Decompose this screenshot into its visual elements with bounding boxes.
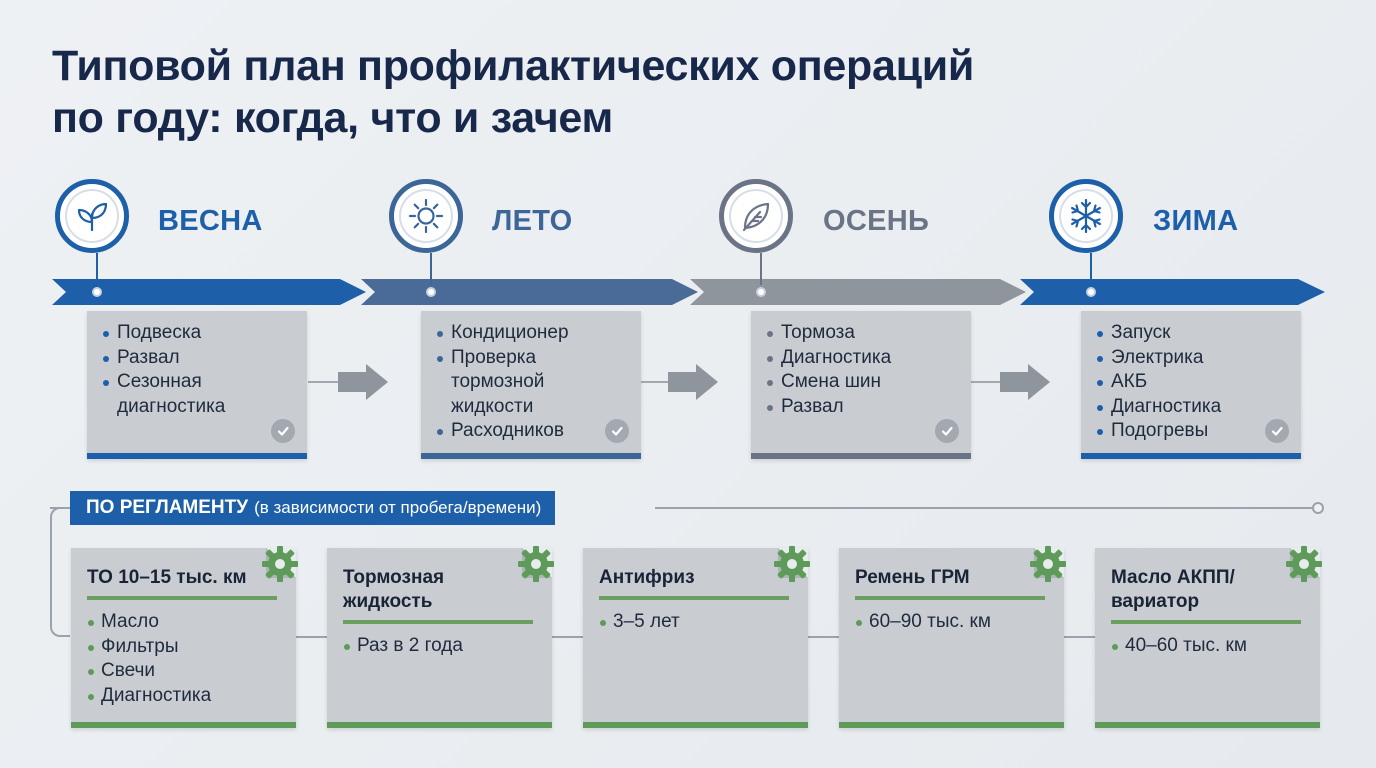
snowflake-icon: [1049, 179, 1123, 253]
transition-arrow-3: [970, 364, 1050, 400]
list-item: Сезонная диагностика: [101, 370, 295, 419]
season-card-spring: Подвеска Развал Сезонная диагностика: [87, 311, 307, 459]
season-connector: [96, 253, 98, 285]
list-item: Диагностика: [87, 684, 280, 709]
regulation-card: Масло АКПП/вариатор 40–60 тыс. км: [1095, 548, 1320, 728]
check-icon: [935, 419, 959, 443]
regulation-card-title: ТО 10–15 тыс. км: [87, 566, 277, 600]
gear-icon: [773, 545, 811, 583]
regulation-card-title: Масло АКПП/вариатор: [1111, 566, 1301, 624]
list-item: Смена шин: [765, 370, 959, 395]
list-item: 3–5 лет: [599, 610, 792, 635]
check-icon: [1265, 419, 1289, 443]
regulation-link: [1064, 636, 1096, 638]
season-name-spring: ВЕСНА: [158, 205, 263, 237]
gear-icon: [1029, 545, 1067, 583]
regulation-card-title: Тормозная жидкость: [343, 566, 533, 624]
season-card-winter: Запуск Электрика АКБ Диагностика Подогре…: [1081, 311, 1301, 459]
leaf-sprout-icon: [55, 179, 129, 253]
list-item: 60–90 тыс. км: [855, 610, 1048, 635]
list-item: Проверка тормозной жидкости: [435, 346, 629, 420]
regulation-link: [808, 636, 840, 638]
transition-arrow-1: [308, 364, 388, 400]
regulation-line-end: [1312, 502, 1324, 514]
timeline-dot: [92, 287, 102, 297]
list-item: Диагностика: [1095, 395, 1289, 420]
transition-arrow-2: [640, 364, 718, 400]
check-icon: [605, 419, 629, 443]
gear-icon: [261, 545, 299, 583]
list-item: АКБ: [1095, 370, 1289, 395]
list-item: Раз в 2 года: [343, 634, 536, 659]
season-connector: [760, 253, 762, 285]
list-item: Кондиционер: [435, 321, 629, 346]
regulation-card: Антифриз 3–5 лет: [583, 548, 808, 728]
list-item: Запуск: [1095, 321, 1289, 346]
season-card-summer: Кондиционер Проверка тормозной жидкости …: [421, 311, 641, 459]
season-card-autumn: Тормоза Диагностика Смена шин Развал: [751, 311, 971, 459]
leaf-icon: [719, 179, 793, 253]
list-item: Фильтры: [87, 635, 280, 660]
list-item: Диагностика: [765, 346, 959, 371]
season-name-summer: ЛЕТО: [492, 205, 573, 237]
timeline-arrow-summer: [361, 279, 698, 305]
season-connector: [430, 253, 432, 285]
page-title-line-2: по году: когда, что и зачем: [52, 94, 613, 142]
regulation-header: ПО РЕГЛАМЕНТУ (в зависимости от пробега/…: [70, 491, 556, 525]
regulation-card-title: Антифриз: [599, 566, 789, 600]
list-item: Электрика: [1095, 346, 1289, 371]
regulation-link: [552, 636, 584, 638]
timeline-dot: [1086, 287, 1096, 297]
list-item: Тормоза: [765, 321, 959, 346]
season-connector: [1090, 253, 1092, 285]
list-item: Свечи: [87, 659, 280, 684]
regulation-line-top: [655, 507, 1313, 509]
list-item: Развал: [101, 346, 295, 371]
season-name-winter: ЗИМА: [1153, 205, 1239, 237]
gear-icon: [517, 545, 555, 583]
sun-icon: [389, 179, 463, 253]
regulation-card: Ремень ГРМ 60–90 тыс. км: [839, 548, 1064, 728]
timeline-arrow-autumn: [690, 279, 1026, 305]
regulation-bracket: [50, 507, 70, 637]
timeline-dot: [426, 287, 436, 297]
regulation-card-title: Ремень ГРМ: [855, 566, 1045, 600]
regulation-title: ПО РЕГЛАМЕНТУ: [86, 497, 249, 518]
page-title: Типовой план профилактических операций п…: [52, 40, 974, 144]
season-name-autumn: ОСЕНЬ: [823, 205, 930, 237]
list-item: Расходников: [435, 419, 629, 444]
timeline-dot: [756, 287, 766, 297]
check-icon: [271, 419, 295, 443]
list-item: Подогревы: [1095, 419, 1289, 444]
list-item: Масло: [87, 610, 280, 635]
page-title-line-1: Типовой план профилактических операций: [52, 42, 975, 90]
gear-icon: [1285, 545, 1323, 583]
regulation-link: [296, 636, 328, 638]
regulation-subtitle: (в зависимости от пробега/времени): [254, 498, 542, 517]
list-item: 40–60 тыс. км: [1111, 634, 1304, 659]
list-item: Развал: [765, 395, 959, 420]
list-item: Подвеска: [101, 321, 295, 346]
timeline-arrow-winter: [1020, 279, 1325, 305]
